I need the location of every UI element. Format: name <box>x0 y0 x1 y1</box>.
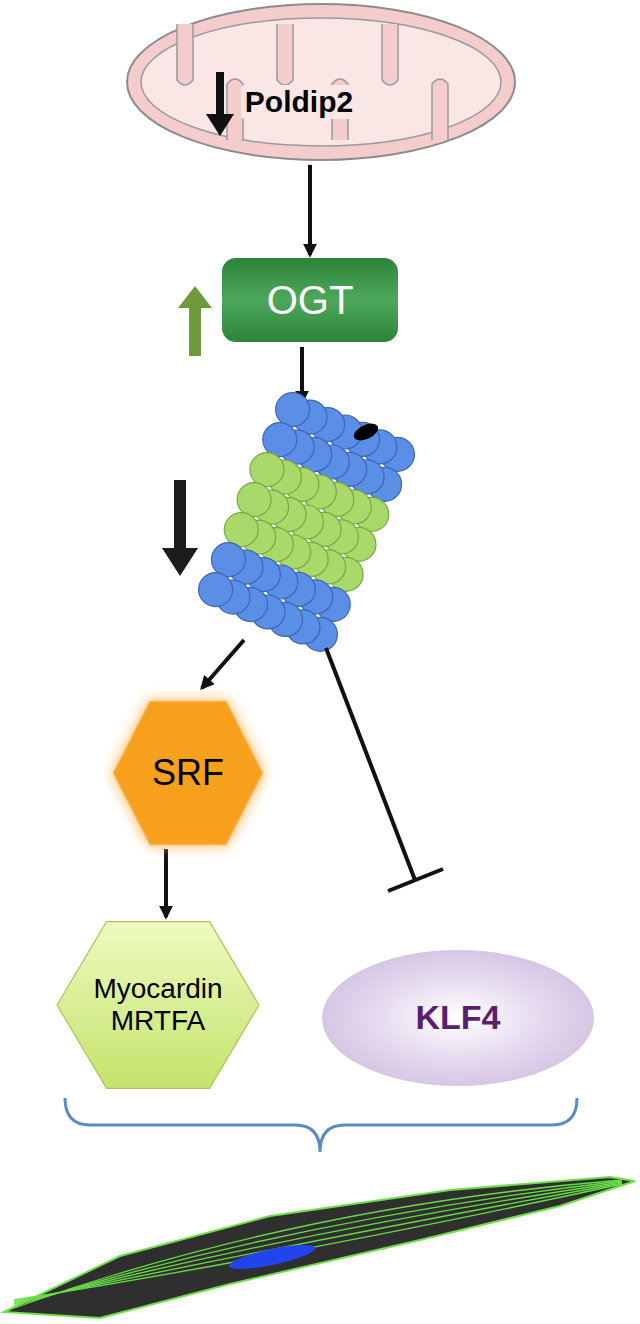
enzyme-box: OGT <box>222 258 398 342</box>
crista <box>277 24 293 85</box>
inhibition-line <box>326 648 415 880</box>
crista <box>177 24 193 85</box>
actin-fiber <box>14 1184 622 1300</box>
node-label: OGT <box>267 277 354 323</box>
proteasome-subunit <box>199 573 233 607</box>
node-label: Myocardin MRTFA <box>93 973 222 1037</box>
grouping-bracket <box>65 1098 577 1152</box>
node-label: Poldip2 <box>241 85 357 120</box>
cell-nucleus <box>227 1240 316 1274</box>
actin-fiber <box>14 1182 622 1304</box>
pathway-arrow <box>300 347 304 402</box>
actin-fiber <box>14 1180 622 1308</box>
mitochondrion: Poldip2 <box>125 2 517 162</box>
proteasome-subunit <box>237 483 271 517</box>
factor-ellipse: KLF4 <box>322 950 594 1086</box>
factor-hexagon: SRF <box>112 700 264 846</box>
cell-body <box>4 1177 635 1318</box>
pathway-arrow <box>308 165 312 255</box>
inhibition-bar <box>388 869 443 891</box>
proteasome-subunit <box>211 543 245 577</box>
mitochondrion-outline <box>125 2 517 162</box>
increase-arrow <box>178 286 212 356</box>
cofactor-hexagon: Myocardin MRTFA <box>55 920 261 1090</box>
pathway-arrow <box>164 849 168 917</box>
proteasome-subunit <box>224 513 258 547</box>
pathway-arrow <box>202 640 244 688</box>
proteasome-cap <box>351 420 380 444</box>
crista <box>432 79 448 140</box>
proteasome-subunit <box>250 453 284 487</box>
node-label: KLF4 <box>416 998 501 1037</box>
actin-fiber <box>14 1183 622 1302</box>
hexagon-fill <box>57 922 259 1089</box>
hexagon-fill <box>114 701 263 844</box>
cell-fibers <box>14 1180 622 1308</box>
proteasome-subunit <box>276 393 310 427</box>
decrease-arrow <box>206 72 234 136</box>
proteasome-subunit <box>263 423 297 457</box>
proteasome-illustration <box>199 393 415 652</box>
outer-membrane <box>127 4 515 160</box>
decrease-arrow <box>162 480 198 576</box>
crista <box>382 24 398 85</box>
node-label: SRF <box>152 752 224 793</box>
contractile-cell <box>4 1177 635 1318</box>
inner-membrane <box>141 18 501 146</box>
actin-fiber <box>14 1181 622 1306</box>
